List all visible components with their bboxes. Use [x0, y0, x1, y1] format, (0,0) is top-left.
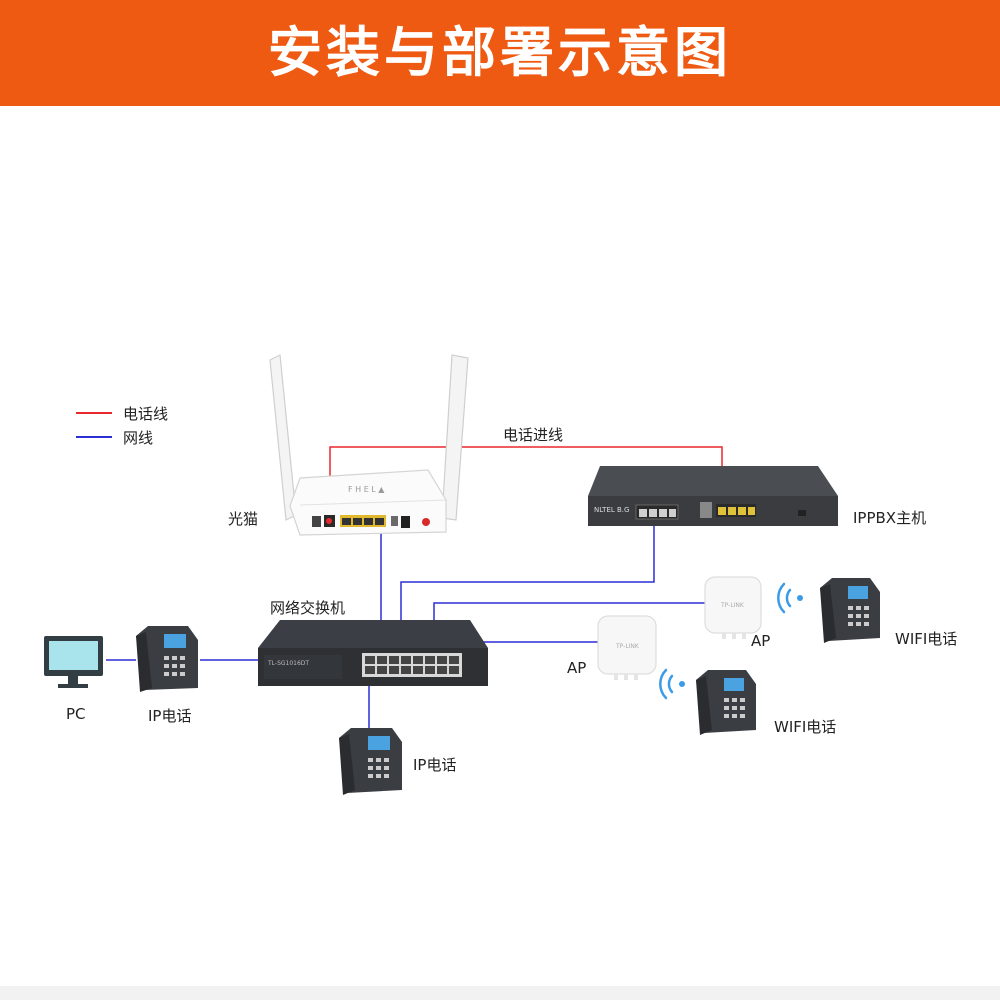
svg-text:TP-LINK: TP-LINK	[720, 602, 745, 609]
ippbx-host: NLTEL B.G	[588, 466, 838, 526]
bottom-strip	[0, 986, 1000, 1000]
ap-right-label: AP	[751, 632, 771, 650]
ip-phone-left-label: IP电话	[148, 707, 192, 725]
ap-right-icon: TP-LINK	[704, 576, 762, 639]
title-banner	[0, 0, 1000, 106]
ip-phone-left-icon	[136, 626, 198, 692]
pc-monitor-icon	[44, 636, 103, 688]
svg-text:F H E L ▲: F H E L ▲	[348, 485, 385, 494]
legend-phone-line	[76, 412, 112, 414]
svg-text:TP-LINK: TP-LINK	[615, 643, 640, 650]
switch-label: 网络交换机	[270, 599, 346, 617]
legend-network-label: 网线	[123, 429, 154, 447]
ip-phone-bottom-label: IP电话	[413, 756, 457, 774]
pc-label: PC	[66, 705, 86, 723]
wifi-phone-bottom-label: WIFI电话	[774, 718, 837, 736]
ap-left-icon: TP-LINK	[597, 615, 657, 680]
modem-label: 光猫	[228, 510, 259, 528]
ap-left-label: AP	[567, 659, 587, 677]
ip-phone-bottom-icon	[339, 728, 402, 795]
wifi-phone-top-icon	[820, 578, 880, 643]
svg-text:TL-SG1016DT: TL-SG1016DT	[267, 660, 309, 667]
wifi-phone-bottom-icon	[696, 670, 756, 735]
wifi-signal-top-icon	[777, 582, 803, 614]
network-switch: TL-SG1016DT	[258, 620, 488, 686]
wifi-signal-bottom-icon	[659, 668, 685, 700]
wifi-phone-top-label: WIFI电话	[895, 630, 958, 648]
page-title: 安装与部署示意图	[268, 21, 732, 84]
legend-network-line	[76, 436, 112, 438]
optical-modem: F H E L ▲	[269, 354, 469, 536]
ippbx-label: IPPBX主机	[853, 509, 927, 527]
svg-text:NLTEL B.G: NLTEL B.G	[594, 506, 629, 514]
legend-phone-label: 电话线	[123, 405, 169, 423]
phone-trunk-label: 电话进线	[503, 426, 564, 444]
